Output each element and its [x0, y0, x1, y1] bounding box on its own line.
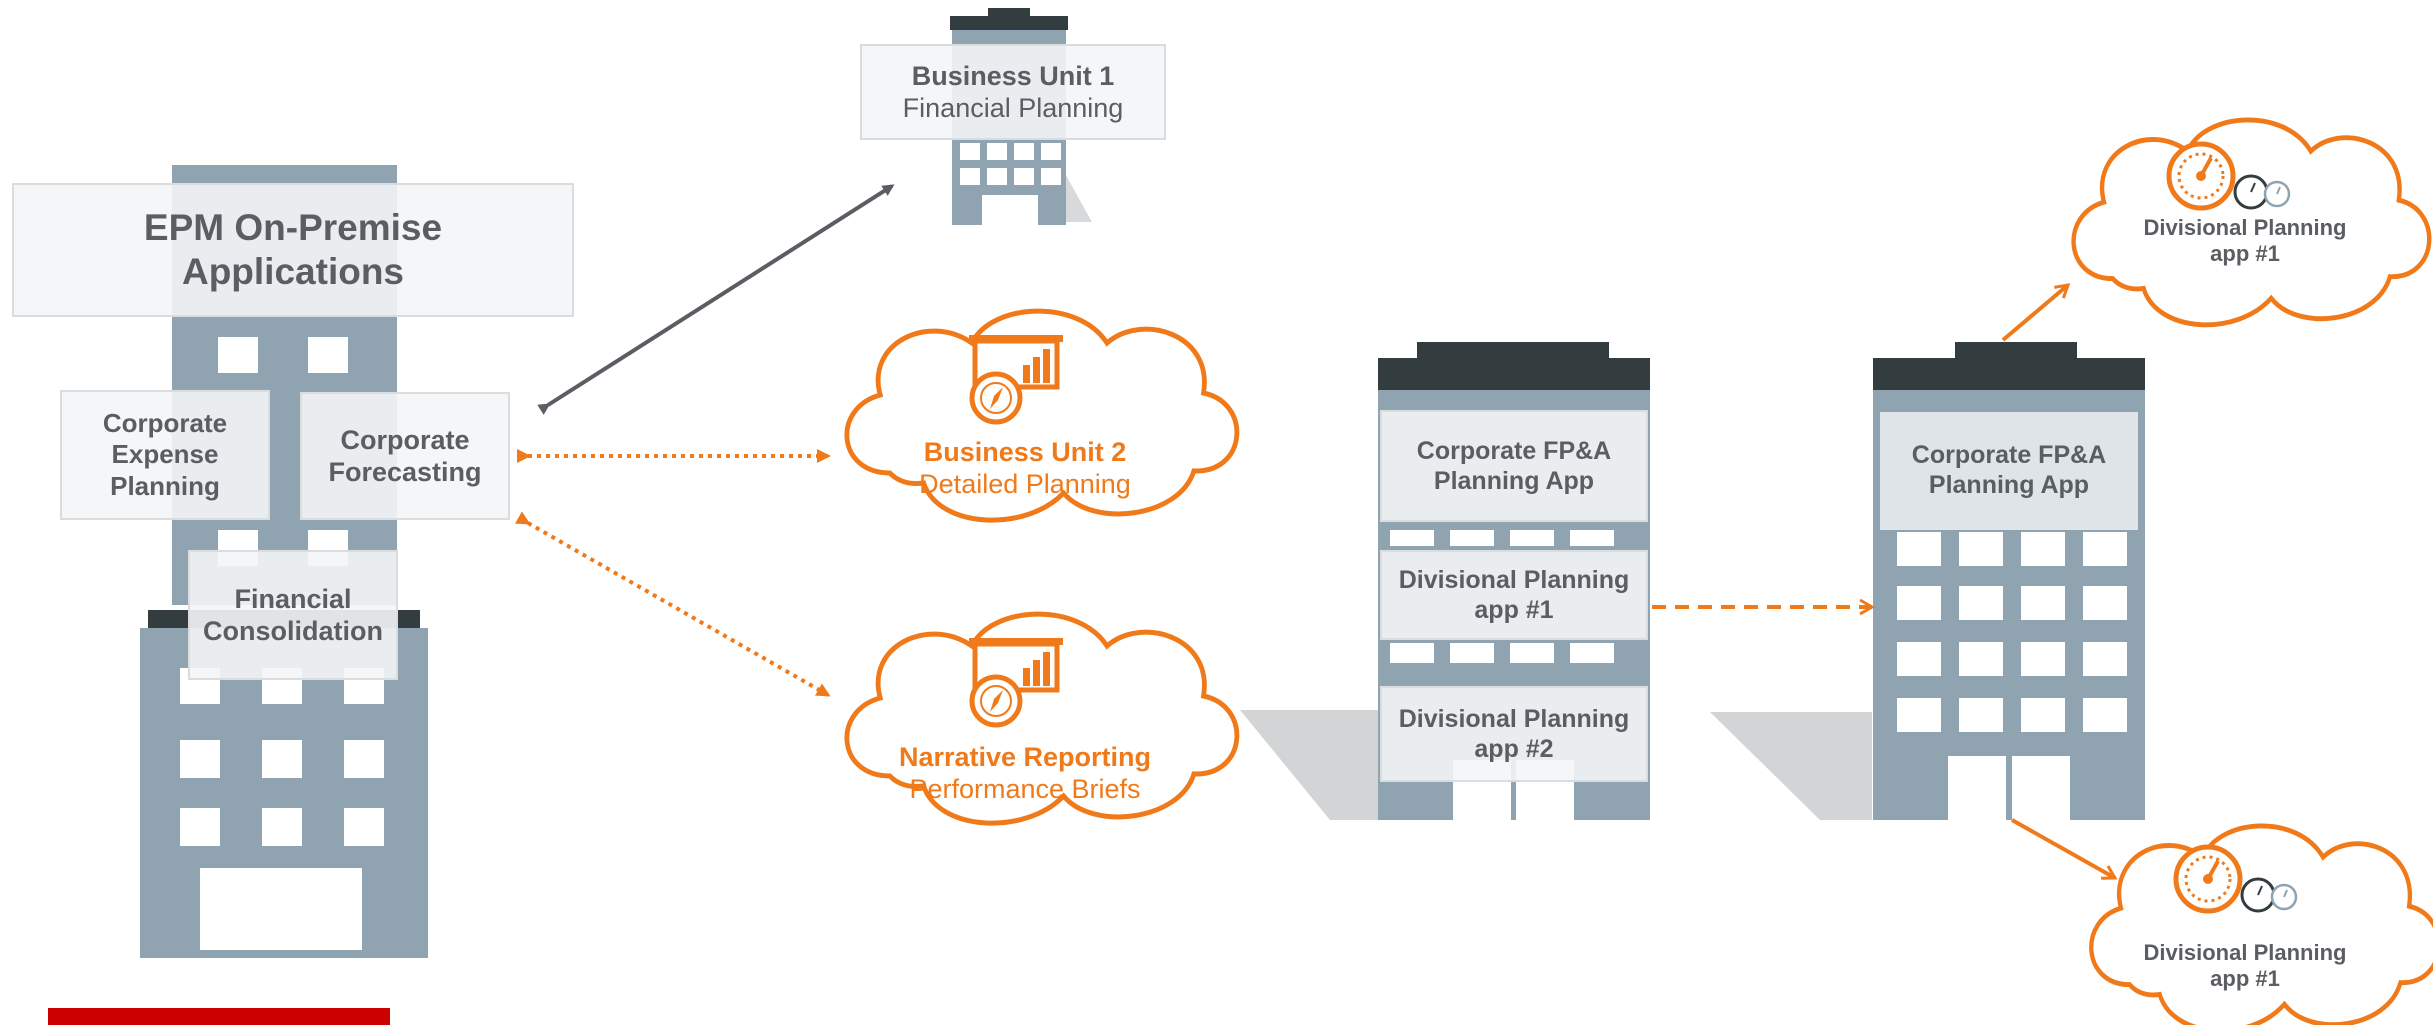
- middle-fpa-box: Corporate FP&A Planning App: [1380, 410, 1648, 522]
- bu1-label-box: Business Unit 1 Financial Planning: [860, 44, 1166, 140]
- onprem-title-line1: EPM On-Premise: [143, 206, 443, 248]
- onprem-to-narrative-arrow: [514, 511, 831, 697]
- bottom-cloud-label: Divisional Planning app #1: [2090, 935, 2400, 997]
- bu1-line1: Business Unit 1: [911, 60, 1115, 91]
- right-fpa-box: Corporate FP&A Planning App: [1880, 414, 2138, 526]
- bu2-line1: Business Unit 2: [923, 436, 1127, 467]
- accent-bar: [48, 1008, 390, 1025]
- middle-div1-line1: Divisional Planning: [1398, 566, 1630, 594]
- bottom-cloud-line2: app #1: [2210, 966, 2280, 991]
- compass-chart-icon: [969, 638, 1063, 728]
- onprem-title-line2: Applications: [181, 251, 405, 292]
- expense-line3: Planning: [110, 470, 220, 501]
- forecast-line2: Forecasting: [328, 457, 482, 487]
- expense-line1: Corporate: [102, 408, 228, 439]
- consolidation-line1: Financial: [234, 583, 352, 614]
- corporate-expense-planning-box: Corporate Expense Planning: [60, 390, 270, 520]
- right-building: [1710, 342, 2145, 820]
- top-cloud-line1: Divisional Planning: [2143, 214, 2347, 240]
- bu2-line2: Detailed Planning: [919, 469, 1131, 499]
- middle-div2-box: Divisional Planning app #2: [1380, 686, 1648, 782]
- middle-div2-line1: Divisional Planning: [1398, 705, 1630, 733]
- middle-fpa-line2: Planning App: [1433, 467, 1595, 495]
- expense-line2: Expense: [111, 439, 219, 470]
- middle-div2-line2: app #2: [1474, 735, 1554, 763]
- narrative-line1: Narrative Reporting: [898, 741, 1152, 772]
- gauges-icon: [2166, 141, 2291, 211]
- bottom-cloud-line1: Divisional Planning: [2143, 939, 2347, 965]
- onprem-title-box: EPM On-Premise Applications: [12, 183, 574, 317]
- middle-div1-line2: app #1: [1474, 596, 1554, 624]
- bu1-line2: Financial Planning: [902, 93, 1124, 123]
- right-fpa-line2: Planning App: [1928, 471, 2090, 499]
- onprem-to-bu1-arrow: [537, 184, 895, 415]
- corporate-forecasting-box: Corporate Forecasting: [300, 392, 510, 520]
- right-fpa-line1: Corporate FP&A: [1911, 441, 2107, 469]
- narrative-line2: Performance Briefs: [909, 774, 1141, 804]
- compass-chart-icon: [969, 335, 1063, 425]
- right-to-bottom-cloud-arrow: [2011, 818, 2118, 880]
- middle-fpa-line1: Corporate FP&A: [1416, 437, 1612, 465]
- right-to-top-cloud-arrow: [2001, 283, 2071, 342]
- bu2-cloud-label: Business Unit 2 Detailed Planning: [860, 430, 1190, 506]
- top-cloud-line2: app #1: [2210, 241, 2280, 266]
- gauges-icon: [2173, 844, 2298, 914]
- top-cloud-label: Divisional Planning app #1: [2090, 210, 2400, 272]
- consolidation-line2: Consolidation: [203, 616, 383, 646]
- forecast-line1: Corporate: [340, 424, 470, 455]
- middle-div1-box: Divisional Planning app #1: [1380, 550, 1648, 640]
- financial-consolidation-box: Financial Consolidation: [188, 550, 398, 680]
- narrative-cloud-label: Narrative Reporting Performance Briefs: [860, 735, 1190, 811]
